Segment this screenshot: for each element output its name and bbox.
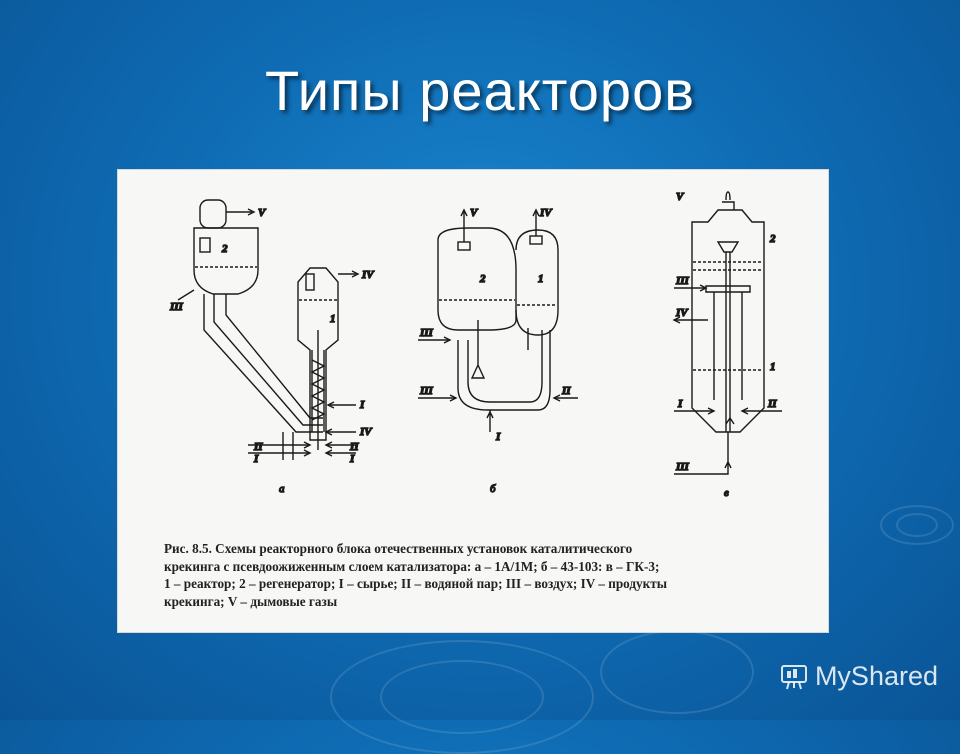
water-ripple (600, 630, 754, 714)
caption-line: крекинга с псевдоожиженным слоем катализ… (164, 558, 660, 574)
label-a-2: 2 (221, 243, 228, 255)
myshared-watermark: MyShared (779, 661, 938, 692)
caption-line: 1 – реактор; 2 – регенератор; I – сырье;… (164, 576, 668, 591)
label-b-II: II (561, 385, 571, 397)
label-b-V: V (470, 207, 479, 219)
label-a-III: III (169, 301, 184, 313)
label-b-IV: IV (539, 207, 553, 219)
label-c-I: I (677, 398, 683, 410)
reactor-diagrams: V 2 III IV 1 I IV II I II I а V IV 2 1 I… (168, 190, 782, 500)
label-b-III-bottom: III (419, 385, 434, 397)
label-b-I: I (495, 431, 501, 443)
caption-line: Рис. 8.5. Схемы реакторного блока отечес… (164, 541, 633, 556)
label-a-I-left: I (253, 453, 259, 465)
label-a-I-right: I (359, 399, 365, 411)
water-ripple (896, 513, 938, 537)
water-ripple (380, 660, 544, 734)
diagram-b (418, 208, 578, 432)
label-a-II-right: II (349, 441, 359, 453)
slide-title: Типы реакторов (265, 59, 695, 122)
label-c-IV: IV (675, 307, 689, 319)
reactor-figure: V 2 III IV 1 I IV II I II I а V IV 2 1 I… (118, 170, 828, 632)
label-c-III-bottom: III (675, 461, 690, 473)
label-a-1: 1 (330, 313, 336, 325)
myshared-logo-icon (780, 664, 807, 689)
label-a-I-bottom-right: I (349, 453, 355, 465)
sublabel-c: в (724, 487, 729, 499)
diagram-c (672, 191, 782, 475)
label-c-1: 1 (770, 361, 776, 373)
diagram-a (177, 199, 360, 460)
label-a-IV-top: IV (361, 269, 375, 281)
label-c-II: II (767, 398, 777, 410)
watermark-text: MyShared (814, 661, 938, 691)
label-b-III-top: III (419, 327, 434, 339)
label-c-V: V (676, 191, 685, 203)
label-a-IV-bottom: IV (359, 426, 373, 438)
label-a-II-left: II (253, 441, 263, 453)
figure-caption: Рис. 8.5. Схемы реакторного блока отечес… (164, 540, 804, 610)
label-c-2: 2 (769, 233, 776, 245)
water-ripple (880, 505, 954, 545)
label-b-2: 2 (479, 273, 486, 285)
label-b-1: 1 (538, 273, 544, 285)
sublabel-b: б (490, 483, 496, 495)
caption-line: крекинга; V – дымовые газы (164, 593, 338, 609)
label-a-V: V (258, 207, 267, 219)
label-c-III: III (675, 275, 690, 287)
sublabel-a: а (279, 483, 285, 495)
